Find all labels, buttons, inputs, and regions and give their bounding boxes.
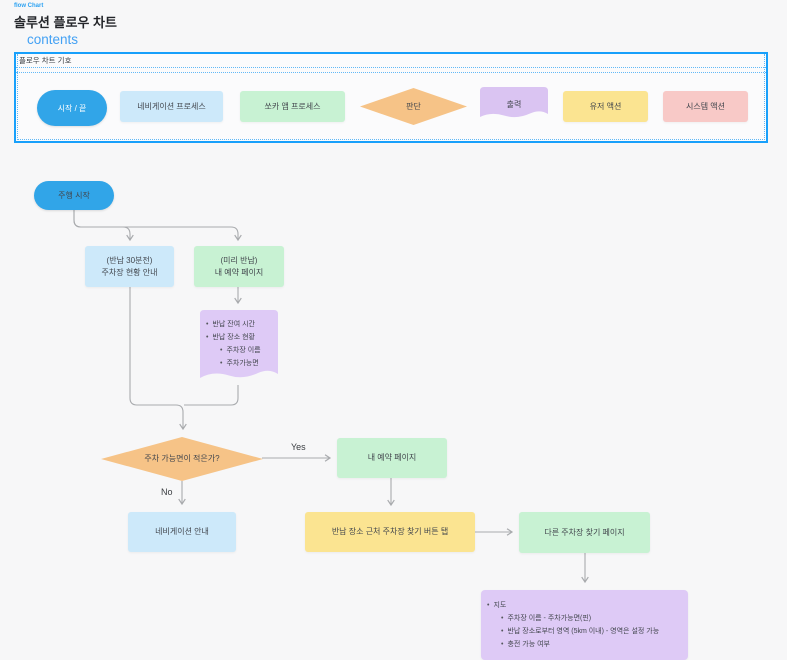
node-start-driving[interactable]: 주행 시작 [34,181,114,210]
node-label: 주행 시작 [58,190,90,200]
note-line: 반납 장소로부터 영역 (5km 이내) - 영역은 설정 가능 [501,625,682,638]
note-line: 주차가능면 [220,357,272,370]
node-label: 네비게이션 안내 [155,527,209,536]
note-line: 주차장 이름 [220,344,272,357]
note-list: 지도 주차장 이름 - 주차가능면(핀) 반납 장소로부터 영역 (5km 이내… [487,599,682,651]
node-label: 다른 주차장 찾기 페이지 [544,527,625,537]
legend-item-system-action[interactable]: 시스템 액션 [663,91,748,122]
node-find-parking-button-tap[interactable]: 반납 장소 근처 주차장 찾기 버튼 탭 [305,512,475,552]
node-label: 주차 가능면이 적은가? [144,454,220,463]
node-label: 내 예약 페이지 [367,453,417,462]
legend-item-label: 유저 액션 [589,102,622,111]
note-map-details[interactable]: 지도 주차장 이름 - 주차가능면(핀) 반납 장소로부터 영역 (5km 이내… [481,590,688,660]
legend-item-label: 출력 [506,99,522,109]
edge-label-no: No [161,487,173,497]
legend-item-navigation-process[interactable]: 네비게이션 프로세스 [120,91,223,122]
node-my-reservation-page[interactable]: 내 예약 페이지 [337,438,447,478]
note-line: 지도 [487,599,682,612]
note-line: 주차장 이름 - 주차가능면(핀) [501,612,682,625]
legend-frame-divider [16,72,766,73]
contents-heading[interactable]: contents [27,32,79,47]
node-reservation-entry[interactable]: (미리 반납) 내 예약 페이지 [194,246,284,287]
legend-item-start-end[interactable]: 시작 / 끝 [37,90,107,126]
legend-item-label: 시작 / 끝 [57,103,87,113]
note-line: 충전 가능 여부 [501,638,682,651]
node-label: 반납 장소 근처 주차장 찾기 버튼 탭 [331,527,449,536]
note-line: 반납 장소 현황 [206,331,272,344]
node-navigation-guide[interactable]: 네비게이션 안내 [128,512,236,552]
node-other-parking-page[interactable]: 다른 주차장 찾기 페이지 [519,512,650,553]
edge-label-yes: Yes [291,442,306,452]
legend-item-user-action[interactable]: 유저 액션 [563,91,648,122]
legend-item-label: 시스템 액션 [685,102,726,111]
legend-frame-title: 플로우 차트 기호 [16,54,766,68]
node-label: (미리 반납) 내 예약 페이지 [214,255,264,277]
node-label: (반납 30분전) 주차장 현황 안내 [101,255,158,277]
page-title[interactable]: 솔루션 플로우 차트 [14,15,117,30]
legend-item-socar-app-process[interactable]: 쏘카 앱 프로세스 [240,91,345,122]
note-list: 반납 잔여 시간 반납 장소 현황 주차장 이름 주차가능면 [206,318,272,370]
legend-item-label: 쏘카 앱 프로세스 [264,102,321,111]
legend-item-label: 판단 [406,102,421,111]
legend-frame[interactable]: 플로우 차트 기호 시작 / 끝 네비게이션 프로세스 쏘카 앱 프로세스 판단… [14,52,768,143]
page-eyebrow: flow Chart [14,3,44,9]
legend-item-output[interactable]: 출력 [480,87,548,121]
legend-item-label: 네비게이션 프로세스 [137,102,206,111]
node-parking-status-guide[interactable]: (반납 30분전) 주차장 현황 안내 [85,246,174,287]
document-shape [480,87,548,118]
note-line: 반납 잔여 시간 [206,318,272,331]
note-return-info[interactable]: 반납 잔여 시간 반납 장소 현황 주차장 이름 주차가능면 [200,310,278,385]
